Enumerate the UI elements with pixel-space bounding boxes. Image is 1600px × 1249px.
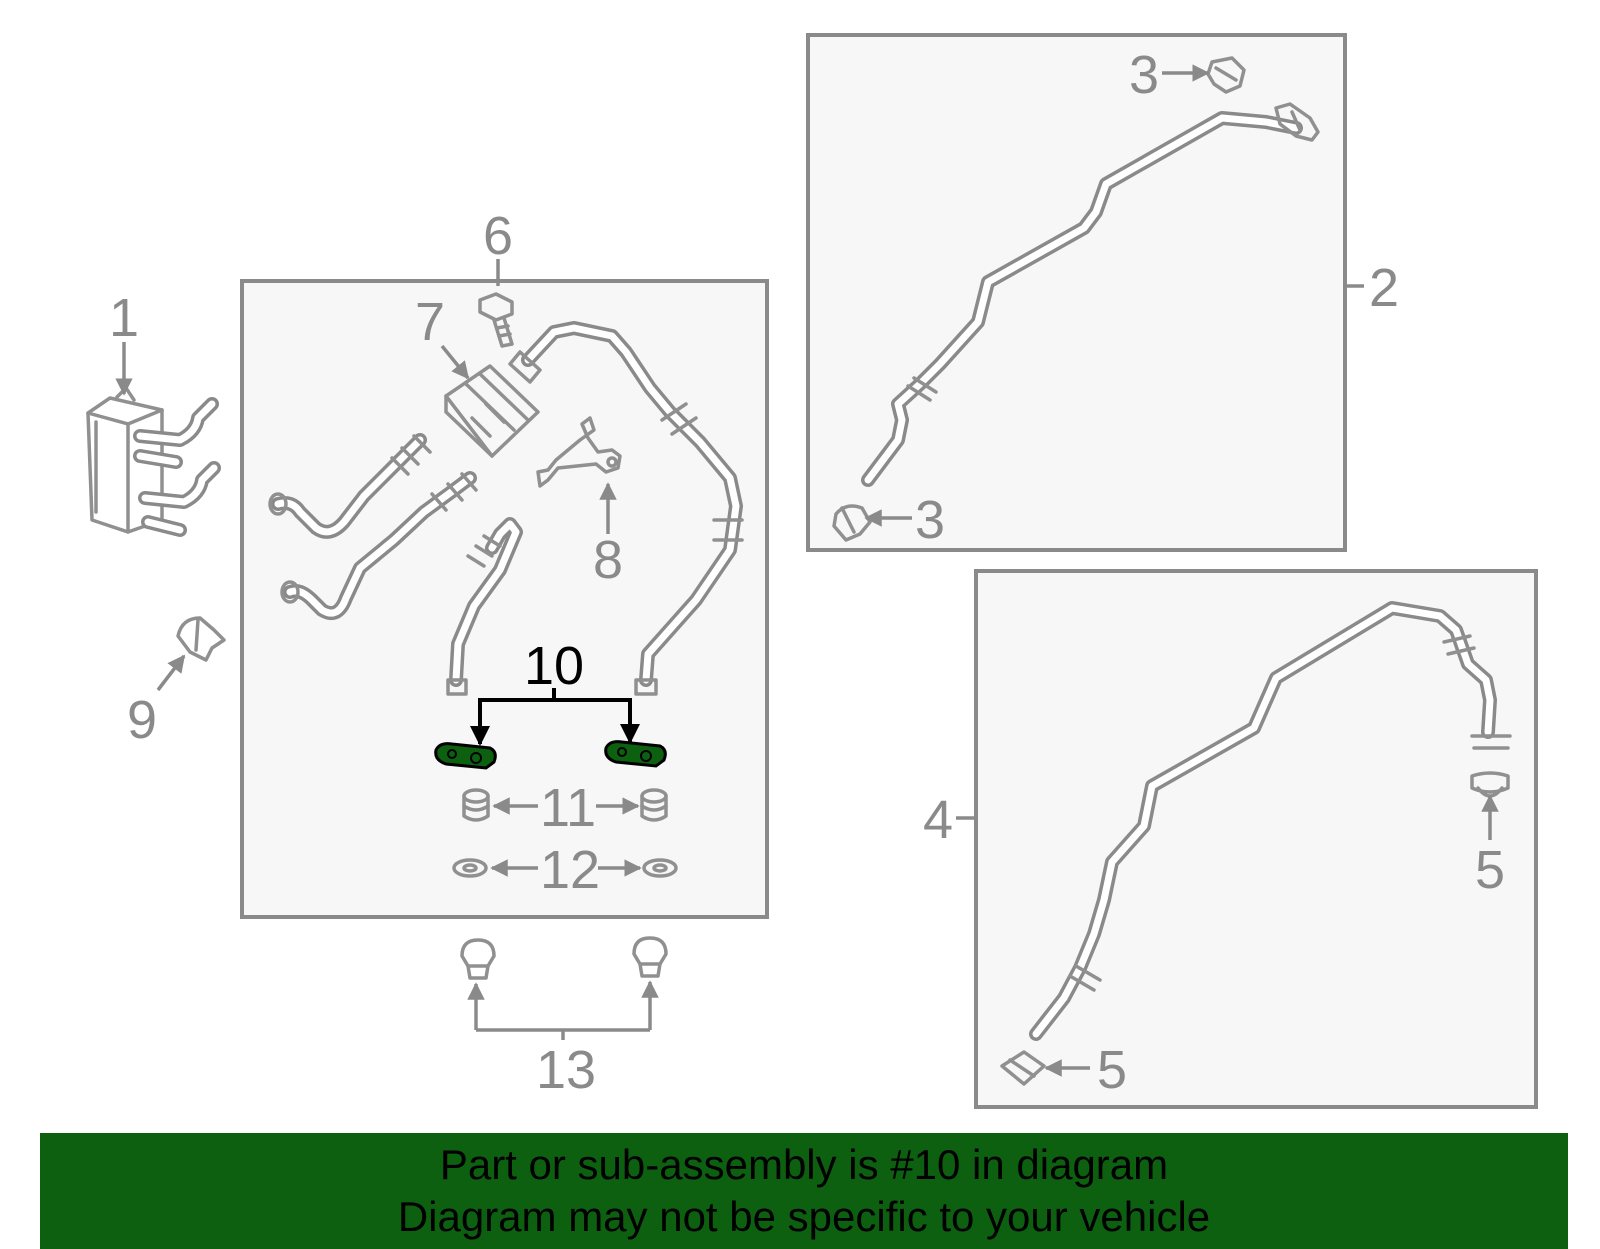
clip-part <box>176 616 226 662</box>
washer-parts <box>452 858 678 878</box>
callout-12: 12 <box>540 840 600 900</box>
callout-3-top: 3 <box>1129 45 1159 105</box>
callout-4: 4 <box>923 790 953 850</box>
panel-upper-right-assembly <box>806 33 1347 552</box>
callout-5-bottom: 5 <box>1097 1040 1127 1100</box>
leader-9 <box>156 654 186 692</box>
callout-13: 13 <box>536 1040 596 1100</box>
grommet-parts <box>460 936 668 980</box>
callout-8: 8 <box>593 530 623 590</box>
callout-7: 7 <box>415 292 445 352</box>
banner-line-2: Diagram may not be specific to your vehi… <box>397 1193 1211 1240</box>
bracket-part <box>536 416 622 488</box>
banner-line-1: Part or sub-assembly is #10 in diagram <box>439 1141 1169 1188</box>
lower-tube-part-4 <box>1000 601 1512 1086</box>
callout-11: 11 <box>540 778 596 838</box>
leader-7 <box>440 344 470 380</box>
bushing-parts <box>462 788 668 822</box>
callout-3-bottom: 3 <box>915 490 945 550</box>
cooler-line-tubes <box>268 321 744 696</box>
highlighted-part-10 <box>434 740 667 770</box>
callout-6: 6 <box>483 206 513 266</box>
callout-2: 2 <box>1369 258 1399 318</box>
upper-tube-part-2 <box>832 56 1320 542</box>
oil-cooler-part <box>86 386 221 537</box>
info-banner: Part or sub-assembly is #10 in diagram D… <box>40 1133 1568 1249</box>
bolt-part <box>478 292 514 348</box>
bracket-block-part <box>444 364 540 458</box>
callout-1: 1 <box>109 288 139 348</box>
callout-5-right: 5 <box>1475 840 1505 900</box>
callout-9: 9 <box>127 690 157 750</box>
panel-lower-right-assembly <box>974 569 1538 1109</box>
callout-10: 10 <box>524 636 584 696</box>
